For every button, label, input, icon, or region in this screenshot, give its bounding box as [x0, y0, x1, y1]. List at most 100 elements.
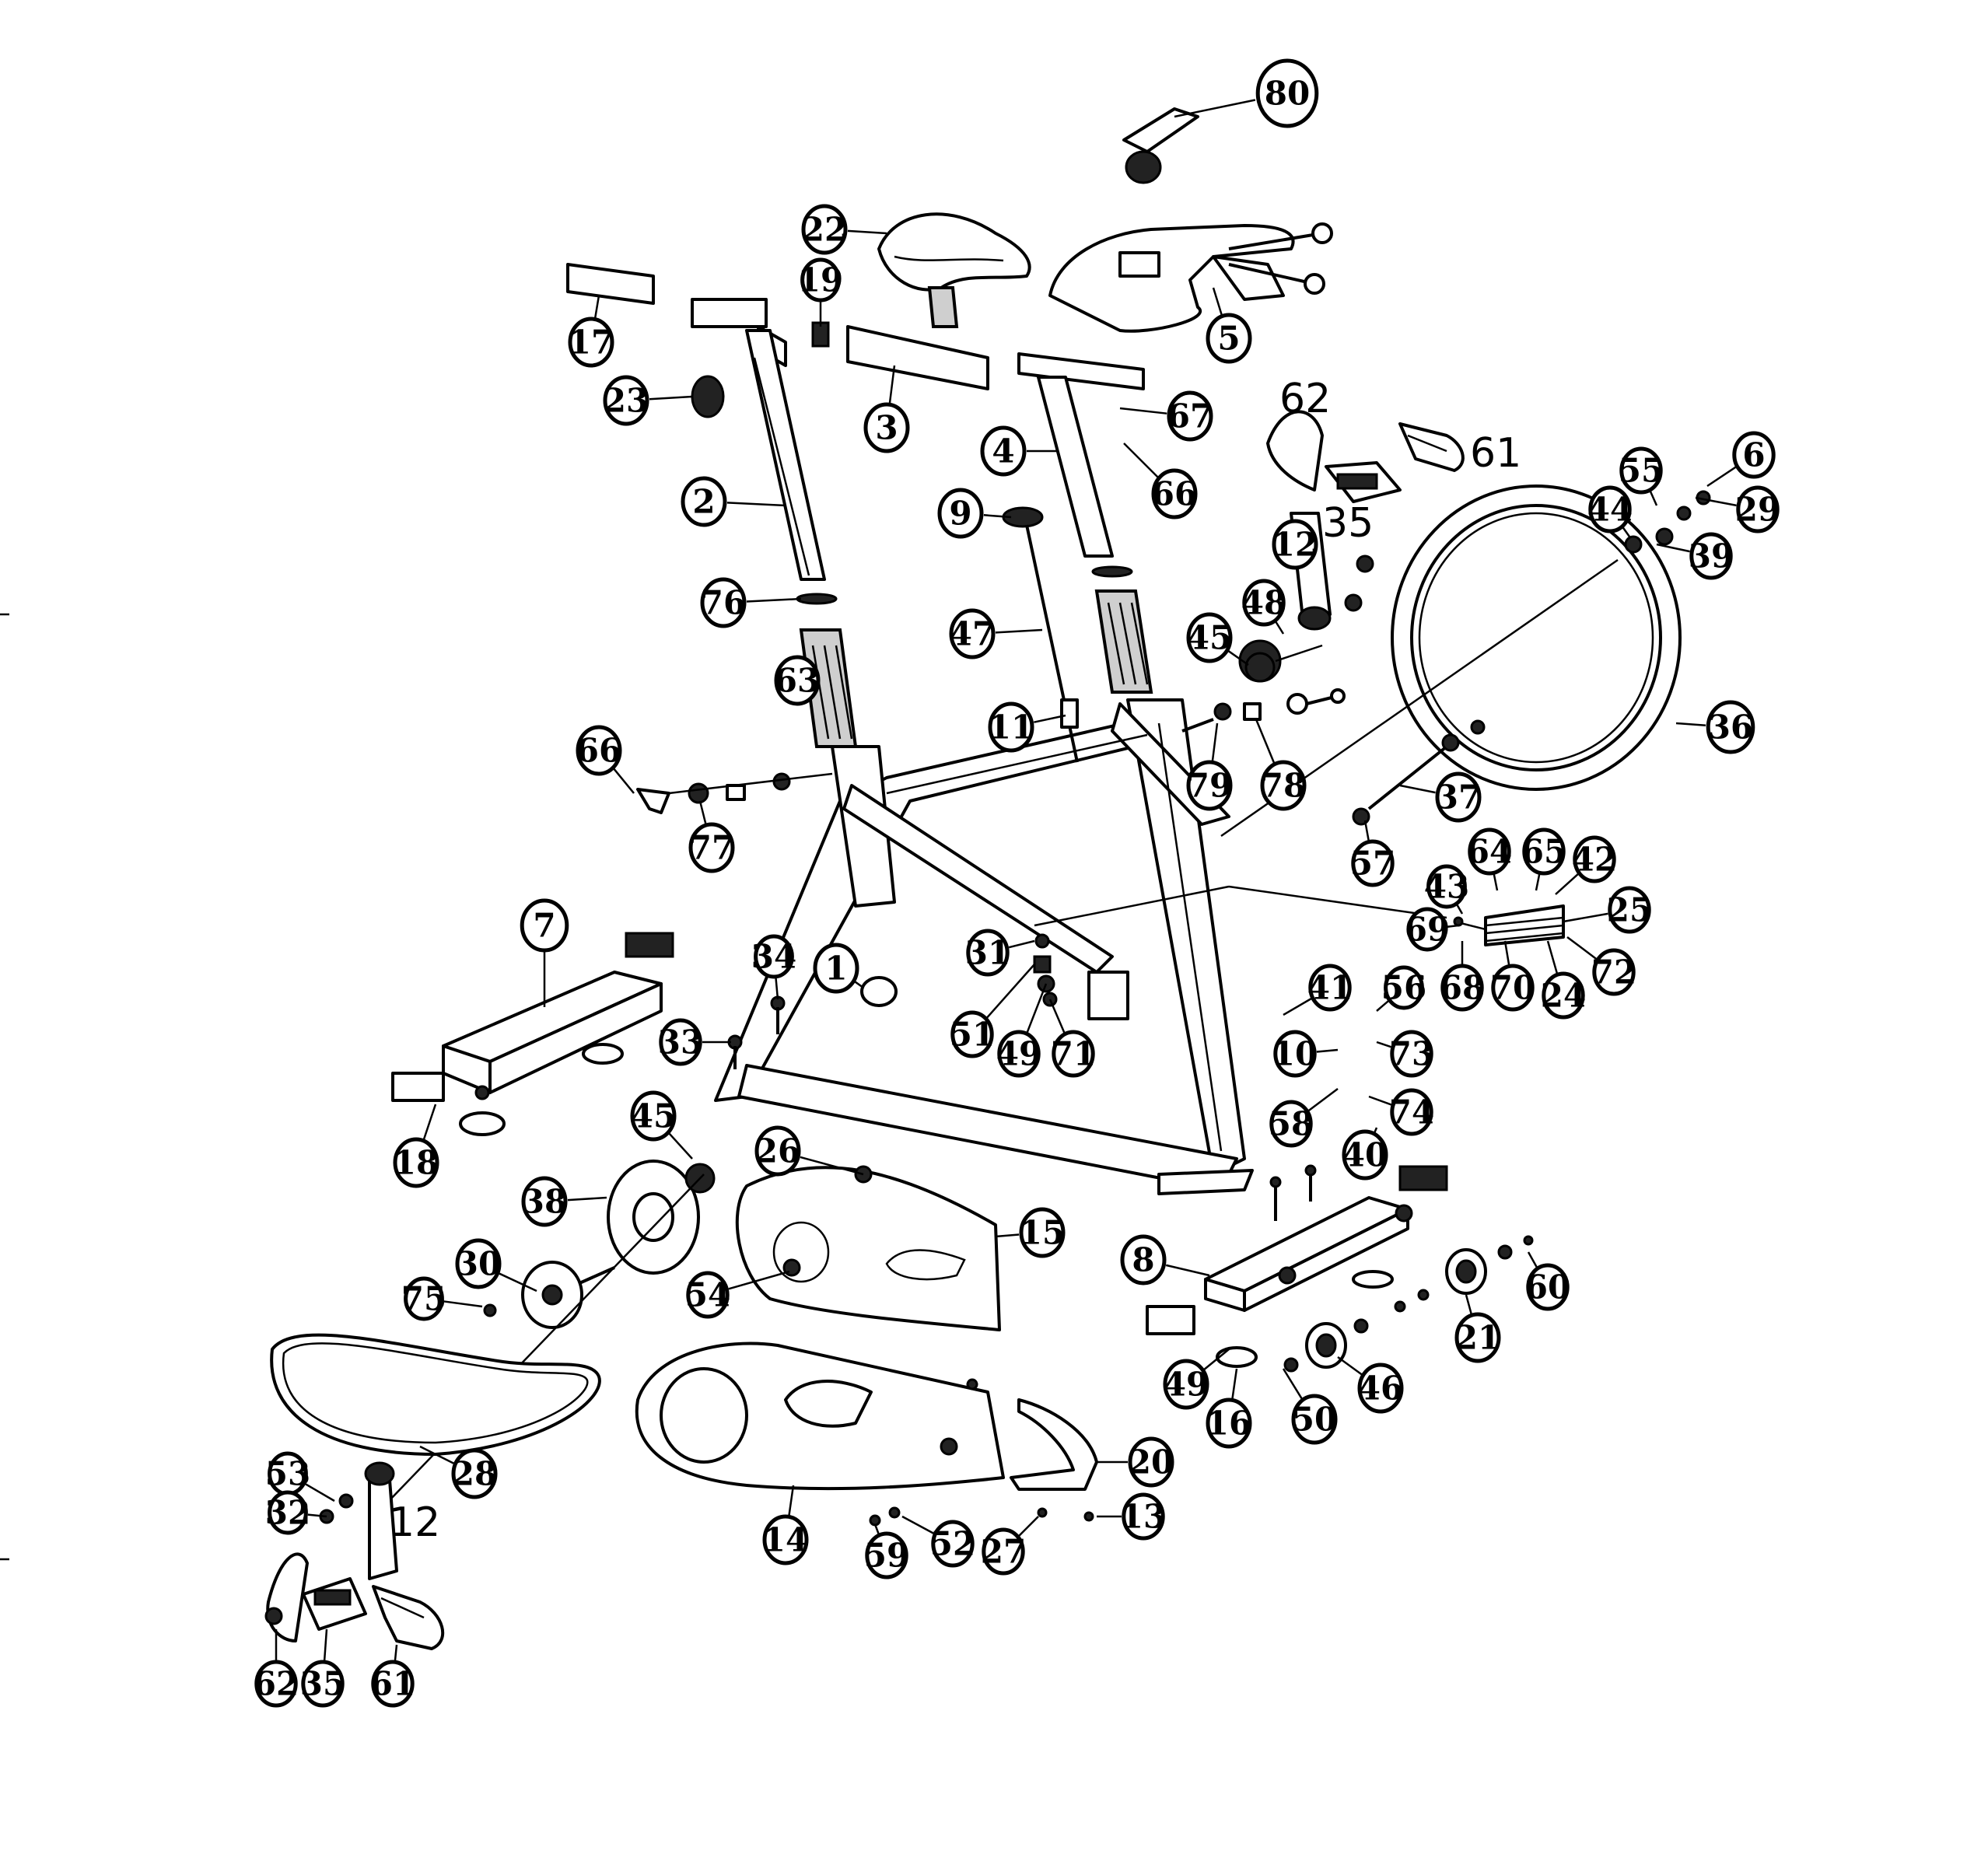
callout-circle: [1732, 431, 1776, 479]
flywheel-axle: [1352, 490, 1711, 826]
callout-circle: [1291, 1394, 1338, 1445]
callout-leader-line: [1227, 650, 1249, 666]
part-callout: 23: [603, 375, 693, 426]
callout-circle: [1122, 1492, 1165, 1541]
callout-leader-line: [1174, 99, 1256, 118]
callout-leader-line: [1563, 912, 1608, 923]
callout-circle: [1588, 485, 1632, 533]
callout-circle: [1407, 907, 1447, 952]
callout-circle: [762, 1514, 809, 1565]
callout-leader-line: [443, 1300, 483, 1308]
callout-leader-line: [668, 1132, 693, 1160]
callout-number: 68: [1440, 969, 1485, 1007]
callout-leader-line: [1535, 873, 1541, 891]
part-callout: 6: [1706, 431, 1776, 488]
callout-number: 26: [755, 1132, 800, 1170]
callout-circle: [520, 898, 569, 953]
callout-number: 36: [1708, 708, 1753, 747]
callout-leader-line: [983, 514, 1012, 519]
part-callout: 54: [685, 1270, 790, 1319]
callout-leader-line: [323, 1628, 328, 1663]
callout-circle: [801, 204, 848, 255]
small-fasteners: [869, 1506, 1094, 1527]
part-callout: 76: [700, 577, 802, 628]
callout-leader-line: [1622, 526, 1631, 537]
callout-number: 4: [992, 432, 1014, 470]
callout-number: 66: [1152, 475, 1197, 513]
handwritten-label: 62: [1279, 376, 1331, 422]
callout-number: 62: [254, 1665, 299, 1703]
part-callout: 19: [798, 257, 843, 327]
callout-number: 58: [1269, 1105, 1314, 1143]
callout-circle: [1052, 1030, 1095, 1078]
callout-number: 48: [1241, 584, 1286, 622]
part-callout: 44: [1587, 485, 1633, 537]
callout-leader-line: [422, 1104, 437, 1141]
pedal-upper: [1325, 461, 1402, 503]
part-callout: 15: [995, 1207, 1066, 1258]
crank-arm-lower: [319, 1461, 398, 1580]
part-callout: 64: [1467, 827, 1512, 891]
callout-leader-line: [1283, 998, 1312, 1016]
part-callout: 28: [419, 1445, 498, 1499]
part-callout: 80: [1174, 58, 1319, 128]
callout-number: 63: [775, 662, 820, 700]
part-callout: 51: [950, 964, 1035, 1058]
callout-number: 80: [1265, 75, 1310, 113]
part-callout: 9: [937, 488, 1012, 539]
callout-circle: [1351, 839, 1395, 887]
callout-number: 77: [689, 829, 734, 867]
callout-leader-line: [1465, 1294, 1473, 1316]
part-callout: 13: [1097, 1492, 1166, 1541]
callout-number: 10: [1272, 1035, 1318, 1073]
callout-leader-line: [1017, 1516, 1039, 1537]
part-callout: 49: [1163, 1349, 1230, 1410]
seat-slider: [811, 321, 989, 390]
inner-chain-guard: [735, 1165, 1001, 1331]
part-callout: 45: [630, 1090, 693, 1160]
callout-circle: [1468, 827, 1511, 876]
callout-circle: [1206, 1397, 1252, 1449]
callout-circle: [1426, 864, 1467, 909]
part-callout: 79: [1186, 722, 1233, 811]
callout-leader-line: [1455, 903, 1464, 915]
side-cover: [1010, 1398, 1098, 1491]
pedal-lower: [302, 1577, 367, 1631]
callout-circle: [1522, 827, 1566, 876]
callout-circle: [774, 655, 821, 706]
callout-circle: [301, 1660, 345, 1708]
callout-leader-line: [1282, 1368, 1304, 1401]
part-callout: 42: [1555, 835, 1617, 895]
part-callout: 59: [864, 1523, 909, 1579]
callout-leader-line: [746, 597, 802, 603]
callout-number: 32: [265, 1494, 310, 1532]
callout-leader-line: [1447, 924, 1459, 929]
part-callout: 50: [1282, 1368, 1338, 1445]
part-callout: 35: [300, 1628, 345, 1708]
part-callout: 57: [1350, 820, 1395, 887]
callout-circle: [686, 1271, 730, 1319]
callout-number: 40: [1342, 1136, 1388, 1174]
part-callout: 20: [1097, 1436, 1174, 1488]
callout-circle: [997, 1030, 1041, 1078]
callout-leader-line: [304, 1483, 335, 1502]
callout-number: 46: [1358, 1370, 1403, 1408]
callout-number: 19: [798, 261, 843, 299]
callout-number: 20: [1129, 1443, 1174, 1481]
callout-leader-line: [307, 1513, 327, 1518]
callout-circle: [1706, 700, 1755, 754]
callout-circle: [949, 608, 996, 659]
callout-number: 59: [864, 1537, 909, 1575]
callout-circle: [1272, 519, 1318, 570]
spd-pedal-upper: [1398, 422, 1465, 472]
part-callout: 5: [1206, 287, 1252, 364]
callout-number: 71: [1051, 1035, 1096, 1073]
crank-spider: [483, 1261, 615, 1329]
callout-circle: [1273, 1030, 1317, 1078]
callout-leader-line: [1307, 1087, 1339, 1112]
flywheel: [1220, 484, 1682, 838]
callout-circle: [268, 1490, 308, 1535]
callout-circle: [1206, 313, 1252, 364]
callout-number: 9: [949, 495, 971, 533]
part-callout: 70: [1490, 940, 1535, 1012]
